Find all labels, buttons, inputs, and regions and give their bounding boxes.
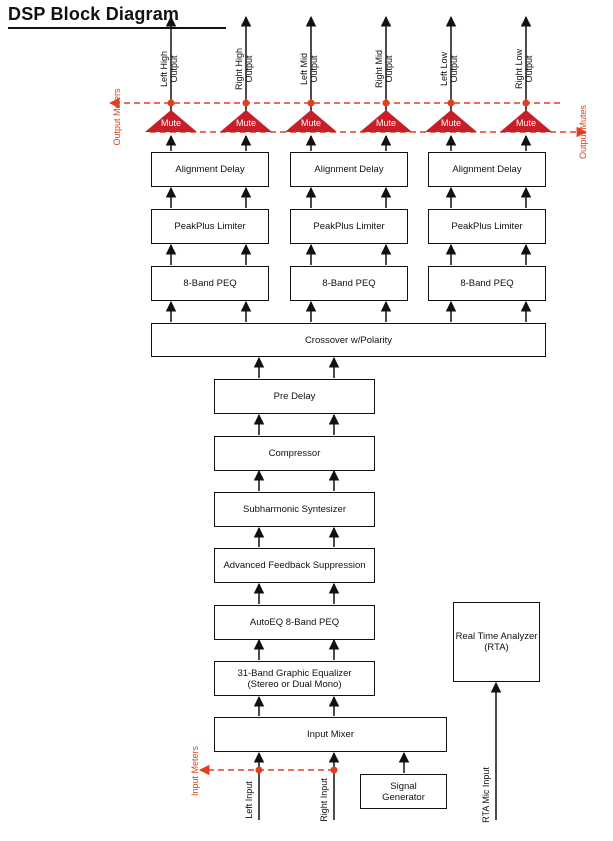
output-meters-label: Output Meters bbox=[112, 88, 122, 146]
afs-block: Advanced Feedback Suppression bbox=[214, 548, 375, 583]
output-label-right-low: Right Low Output bbox=[514, 48, 534, 90]
mute-triangle-0[interactable] bbox=[145, 110, 197, 132]
mute-label-2: Mute bbox=[235, 118, 256, 128]
right-input-label: Right Input bbox=[319, 778, 329, 822]
autoeq-block: AutoEQ 8-Band PEQ bbox=[214, 605, 375, 640]
alignment-delay-low: Alignment Delay bbox=[428, 152, 546, 187]
mute-label-6: Mute bbox=[515, 118, 536, 128]
rta-block: Real Time Analyzer (RTA) bbox=[453, 602, 540, 682]
output-meter-dot-1 bbox=[242, 99, 250, 107]
mute-triangle-5[interactable] bbox=[500, 110, 552, 132]
peq-mid: 8-Band PEQ bbox=[290, 266, 408, 301]
page-title: DSP Block Diagram bbox=[8, 4, 180, 24]
rta-mic-input-label: RTA Mic Input bbox=[481, 767, 491, 823]
output-meter-dot-2 bbox=[307, 99, 315, 107]
signal-generator-block: Signal Generator bbox=[360, 774, 447, 809]
pre-delay-block: Pre Delay bbox=[214, 379, 375, 414]
mute-triangle-3[interactable] bbox=[360, 110, 412, 132]
mute-triangle-2[interactable] bbox=[285, 110, 337, 132]
output-mutes-label: Output Mutes bbox=[578, 104, 588, 160]
output-label-left-mid: Left Mid Output bbox=[299, 53, 319, 86]
output-meter-dot-4 bbox=[447, 99, 455, 107]
output-meter-dot-3 bbox=[382, 99, 390, 107]
peakplus-limiter-low: PeakPlus Limiter bbox=[428, 209, 546, 244]
crossover-block: Crossover w/Polarity bbox=[151, 323, 546, 357]
input-meter-dot-0 bbox=[255, 766, 263, 774]
mute-label-1: Mute bbox=[160, 118, 181, 128]
alignment-delay-mid: Alignment Delay bbox=[290, 152, 408, 187]
subharmonic-block: Subharmonic Syntesizer bbox=[214, 492, 375, 527]
peq-high: 8-Band PEQ bbox=[151, 266, 269, 301]
compressor-block: Compressor bbox=[214, 436, 375, 471]
mute-label-4: Mute bbox=[375, 118, 396, 128]
left-input-label: Left Input bbox=[244, 781, 254, 819]
input-meter-dot-1 bbox=[330, 766, 338, 774]
mute-triangle-4[interactable] bbox=[425, 110, 477, 132]
peakplus-limiter-high: PeakPlus Limiter bbox=[151, 209, 269, 244]
output-label-right-mid: Right Mid Output bbox=[374, 50, 394, 89]
mute-label-3: Mute bbox=[300, 118, 321, 128]
output-meter-dot-5 bbox=[522, 99, 530, 107]
input-meters-label: Input Meters bbox=[190, 745, 200, 797]
mute-triangle-1[interactable] bbox=[220, 110, 272, 132]
output-meter-dot-0 bbox=[167, 99, 175, 107]
output-label-left-high: Left High Output bbox=[159, 50, 179, 88]
output-label-left-low: Left Low Output bbox=[439, 51, 459, 87]
input-mixer-block: Input Mixer bbox=[214, 717, 447, 752]
alignment-delay-high: Alignment Delay bbox=[151, 152, 269, 187]
peq-low: 8-Band PEQ bbox=[428, 266, 546, 301]
peakplus-limiter-mid: PeakPlus Limiter bbox=[290, 209, 408, 244]
output-label-right-high: Right High Output bbox=[234, 47, 254, 91]
mute-label-5: Mute bbox=[440, 118, 461, 128]
title-underline bbox=[8, 27, 226, 29]
geq-block: 31-Band Graphic Equalizer (Stereo or Dua… bbox=[214, 661, 375, 696]
